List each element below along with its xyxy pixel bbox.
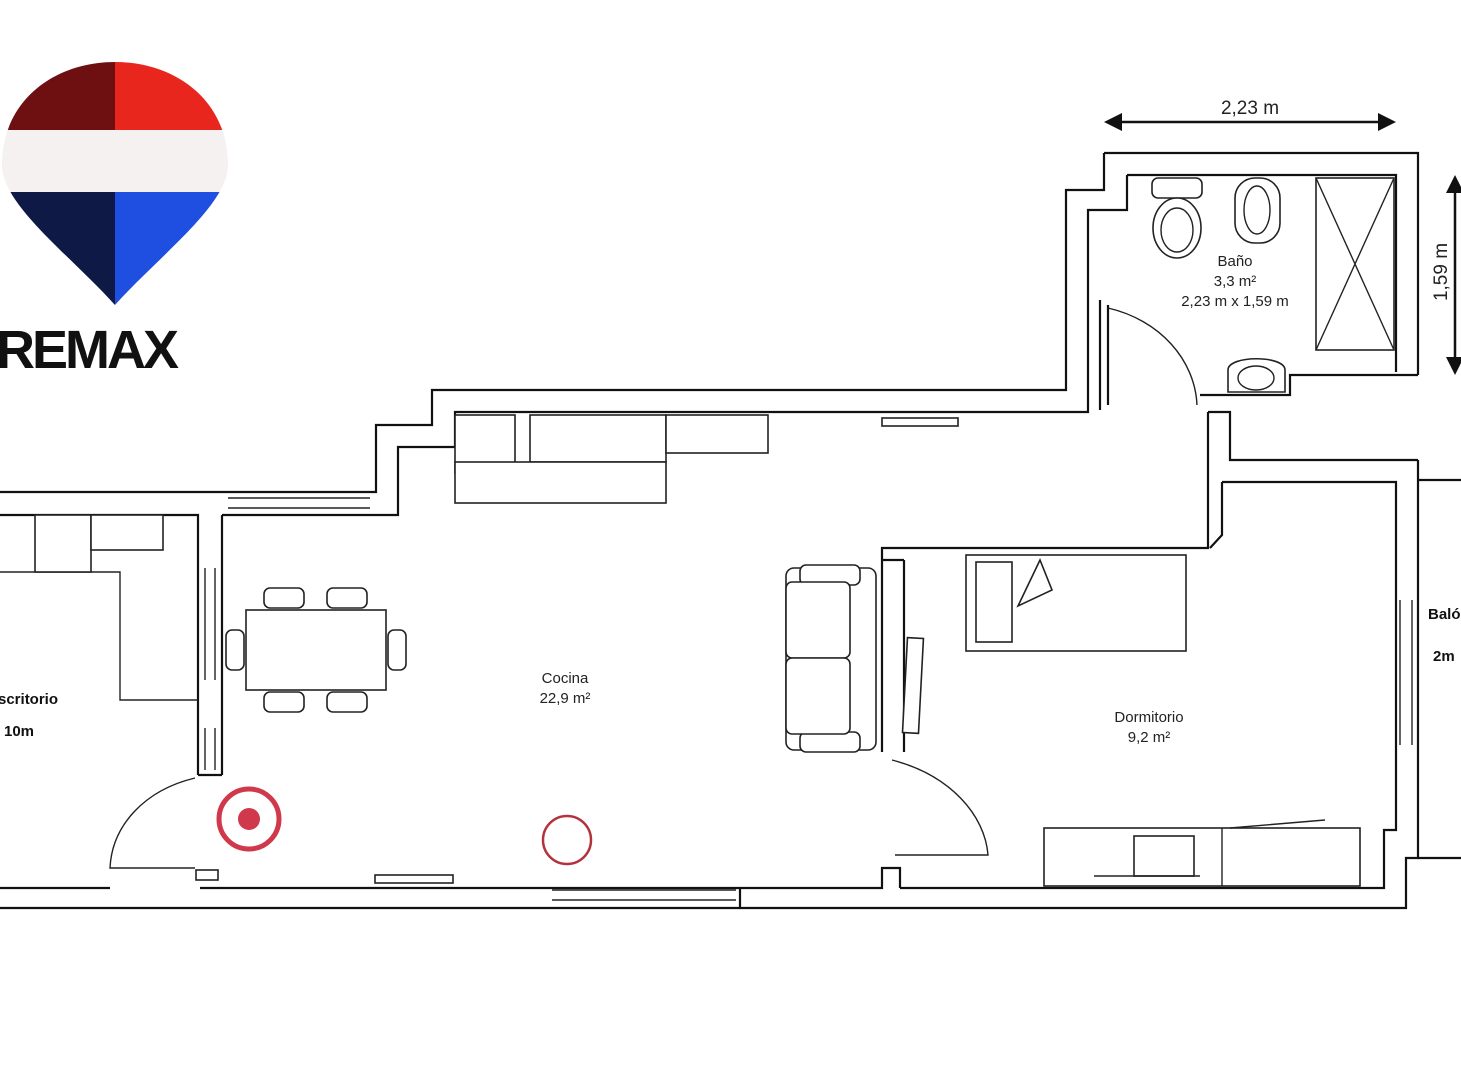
kitchen-counters xyxy=(454,414,769,504)
room-label-dormitorio: Dormitorio 9,2 m² xyxy=(1114,709,1183,746)
bidet-icon xyxy=(1234,177,1281,244)
brand-name: REMAX xyxy=(0,320,179,380)
dimension-width: 2,23 m xyxy=(1104,98,1396,131)
room-label-bano: Baño 3,3 m² 2,23 m x 1,59 m xyxy=(1181,253,1289,310)
cocina-name: Cocina xyxy=(542,670,589,687)
balloon-icon xyxy=(2,62,228,305)
bedroom-door-icon xyxy=(891,759,989,856)
dimension-height: 1,59 m xyxy=(1431,175,1461,375)
bano-name: Baño xyxy=(1217,253,1252,270)
dining-table-icon xyxy=(225,587,407,713)
desk-icon xyxy=(1043,819,1361,887)
balcon-area: 2m xyxy=(1433,648,1455,665)
wardrobe-door-icon xyxy=(901,636,925,735)
office-door-icon xyxy=(109,777,196,869)
dormitorio-area: 9,2 m² xyxy=(1128,729,1171,746)
toilet-tank-icon xyxy=(1151,177,1203,199)
room-label-cocina: Cocina 22,9 m² xyxy=(540,670,591,707)
room-label-escritorio: scritorio 10m xyxy=(0,691,58,740)
office-furniture xyxy=(0,514,198,701)
bathroom-fixtures xyxy=(1151,177,1395,393)
walls xyxy=(0,151,1461,910)
dimension-width-label: 2,23 m xyxy=(1221,98,1279,119)
balcon-name: Baló xyxy=(1428,606,1461,623)
bano-size: 2,23 m x 1,59 m xyxy=(1181,293,1289,310)
bathroom-door-icon xyxy=(1107,307,1198,406)
location-marker-primary xyxy=(216,786,282,852)
room-label-balcon: Baló 2m xyxy=(1428,606,1461,665)
sink-icon xyxy=(1227,357,1286,393)
bed-icon xyxy=(965,554,1187,652)
escritorio-name: scritorio xyxy=(0,691,58,708)
bano-area: 3,3 m² xyxy=(1214,273,1257,290)
cocina-area: 22,9 m² xyxy=(540,690,591,707)
toilet-icon xyxy=(1152,197,1202,259)
remax-logo: REMAX xyxy=(0,62,228,380)
dimension-height-label: 1,59 m xyxy=(1431,243,1452,301)
sofa-icon xyxy=(785,564,877,753)
escritorio-area: 10m xyxy=(4,723,34,740)
dormitorio-name: Dormitorio xyxy=(1114,709,1183,726)
location-marker-secondary xyxy=(541,814,593,866)
